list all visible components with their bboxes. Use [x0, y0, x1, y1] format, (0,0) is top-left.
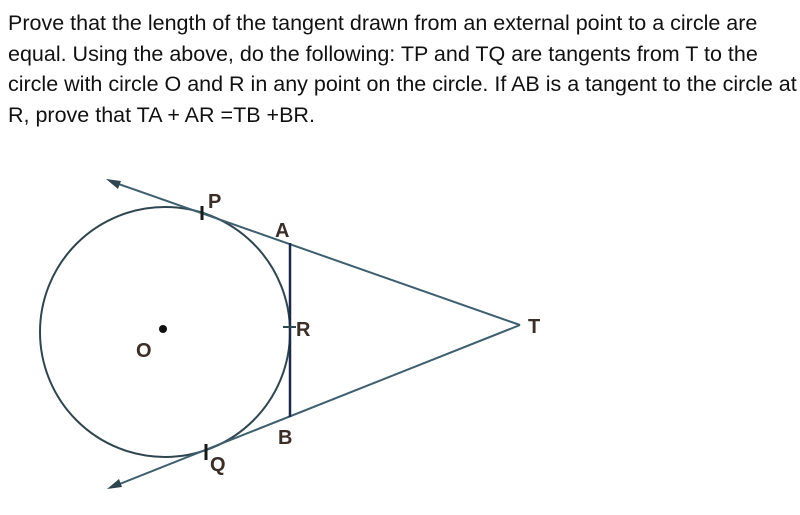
label-a: A — [275, 220, 289, 242]
label-b: B — [278, 427, 292, 449]
label-o: O — [136, 340, 152, 362]
tangent-line-tq — [111, 324, 521, 488]
label-r: R — [296, 319, 311, 341]
label-p: P — [208, 191, 221, 213]
arrow-up-left-icon — [106, 179, 121, 189]
center-dot — [159, 325, 167, 333]
arrow-down-left-icon — [107, 479, 122, 489]
label-t: T — [528, 316, 540, 338]
tangent-line-tp — [109, 180, 521, 326]
question-text: Prove that the length of the tangent dra… — [8, 11, 797, 127]
label-q: Q — [210, 454, 226, 476]
